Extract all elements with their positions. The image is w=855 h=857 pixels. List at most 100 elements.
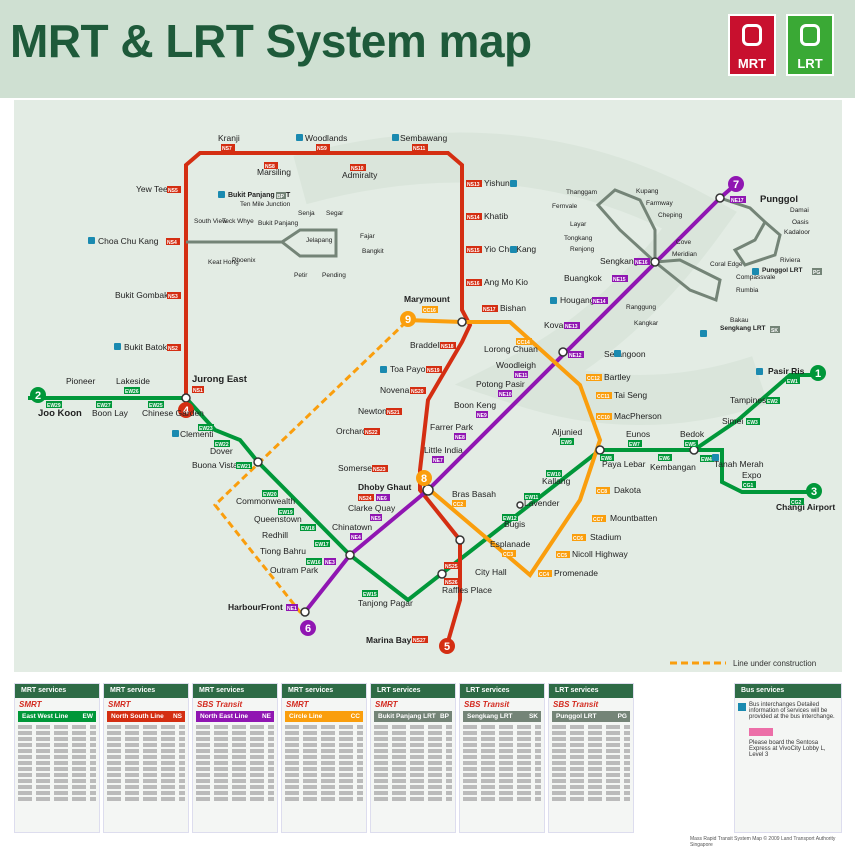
station-oasis: Oasis (792, 219, 809, 226)
station-riviera: Riviera (780, 257, 801, 264)
station-jelapang: Jelapang (306, 237, 333, 244)
station-choachukang: Choa Chu Kang (98, 236, 159, 246)
legend-panel-header: LRT services (460, 684, 544, 698)
station-pending: Pending (322, 272, 346, 279)
station-aljunied: Aljunied (552, 427, 583, 437)
legend-row-line (552, 743, 630, 747)
train-icon (800, 24, 820, 46)
station-cityhall: City Hall (475, 567, 507, 577)
circle-3-label: 3 (811, 486, 817, 498)
legend-line-code: PG (617, 713, 627, 720)
legend-row-line (107, 791, 185, 795)
station-simei: Simei (722, 416, 743, 426)
station-tiongbahru: Tiong Bahru (260, 546, 306, 556)
station-pioneer: Pioneer (66, 376, 95, 386)
station-chinatown: Chinatown (332, 522, 372, 532)
legend-row-line (18, 731, 96, 735)
station-commonwealth: Commonwealth (236, 496, 295, 506)
legend-rows (552, 725, 630, 801)
code-bishan: NS17 (483, 307, 496, 313)
legend-row-line (463, 749, 541, 753)
station-kallang: Kallang (542, 476, 571, 486)
code-yishun: NS13 (467, 182, 480, 188)
code-yewtee: NS5 (168, 188, 178, 194)
code-commonwealth: EW20 (263, 492, 277, 498)
legend-row-line (107, 743, 185, 747)
circle-2-label: 2 (35, 390, 41, 402)
code-changiairport: CG2 (791, 500, 802, 506)
legend-row-line (552, 785, 630, 789)
legend-panel-header: MRT services (193, 684, 277, 698)
code-kovan: NE13 (565, 324, 578, 330)
legend-row-line (18, 743, 96, 747)
legend-row-line (552, 767, 630, 771)
code-buonavista: EW21 (237, 464, 251, 470)
station-hougang: Hougang (560, 295, 595, 305)
station-fernvale: Fernvale (552, 203, 578, 210)
legend-row-line (285, 749, 363, 753)
station-kovan: Kovan (544, 320, 568, 330)
bus-icon (380, 366, 387, 373)
code-outrampark-ew: EW16 (307, 560, 321, 566)
code-tanjongpagar: EW15 (363, 592, 377, 598)
legend-row-line (285, 791, 363, 795)
station-southview: South View (194, 218, 227, 225)
legend-row-line (285, 737, 363, 741)
code-buangkok: NE15 (613, 277, 626, 283)
legend-rows (463, 725, 541, 801)
code-kranji: NS7 (222, 146, 232, 152)
code-dakota: CC8 (597, 489, 607, 495)
code-jookoon: EW29 (47, 403, 61, 409)
mrt-logo-label: MRT (737, 56, 767, 71)
station-mountbatten: Mountbatten (610, 513, 658, 523)
code-dhobyghaut-ns: NS24 (359, 496, 372, 502)
legend-operator: SMRT (108, 700, 131, 709)
legend-row-line (374, 779, 452, 783)
mrt-logo: MRT (728, 14, 776, 76)
legend-line-name: Punggol LRT (556, 713, 597, 720)
station-taiseng: Tai Seng (614, 390, 647, 400)
code-macpherson: CC10 (597, 415, 610, 421)
legend-row-line (18, 755, 96, 759)
legend-bus: Bus services Bus interchanges Detailed i… (734, 683, 842, 833)
code-dhobyghaut-ne: NE6 (377, 496, 387, 502)
legend-rows (196, 725, 274, 801)
station-jookoon: Joo Koon (38, 408, 82, 419)
bus-icon (752, 268, 759, 275)
station-boonlay: Boon Lay (92, 408, 129, 418)
code-kembangan: EW6 (659, 456, 670, 462)
legend-row-line (552, 755, 630, 759)
code-kallang: EW10 (547, 472, 561, 478)
code-chinatown: NE4 (351, 535, 361, 541)
system-map: Line under construction 2 1 3 4 5 6 7 8 … (28, 132, 835, 668)
legend-row-line (107, 797, 185, 801)
legend-row-line (196, 767, 274, 771)
station-rafflesplace: Raffles Place (442, 585, 492, 595)
station-bartley: Bartley (604, 372, 631, 382)
station-expo: Expo (742, 470, 762, 480)
legend-row-line (463, 761, 541, 765)
legend-row-line (107, 731, 185, 735)
legend-row-line (285, 761, 363, 765)
station-admiralty: Admiralty (342, 170, 378, 180)
legend-line-name: East West Line (22, 713, 69, 720)
station-nicollhighway: Nicoll Highway (572, 549, 628, 559)
bus-icon (114, 343, 121, 350)
legend-row-line (107, 755, 185, 759)
code-lakeside: EW26 (125, 389, 139, 395)
station-buonavista: Buona Vista (192, 460, 238, 470)
bus-icon (700, 330, 707, 337)
legend-operator: SMRT (286, 700, 309, 709)
legend-operator: SMRT (19, 700, 42, 709)
legend-row-line (196, 773, 274, 777)
cc-construction (212, 320, 408, 614)
bus-icon (392, 134, 399, 141)
station-sembawang: Sembawang (400, 133, 448, 143)
code-bedok: EW5 (685, 442, 696, 448)
station-newton: Newton (358, 406, 387, 416)
legend-row-line (196, 785, 274, 789)
legend-row-line (285, 743, 363, 747)
station-marinabay: Marina Bay (366, 635, 412, 645)
station-compassvale: Compassvale (736, 274, 776, 281)
